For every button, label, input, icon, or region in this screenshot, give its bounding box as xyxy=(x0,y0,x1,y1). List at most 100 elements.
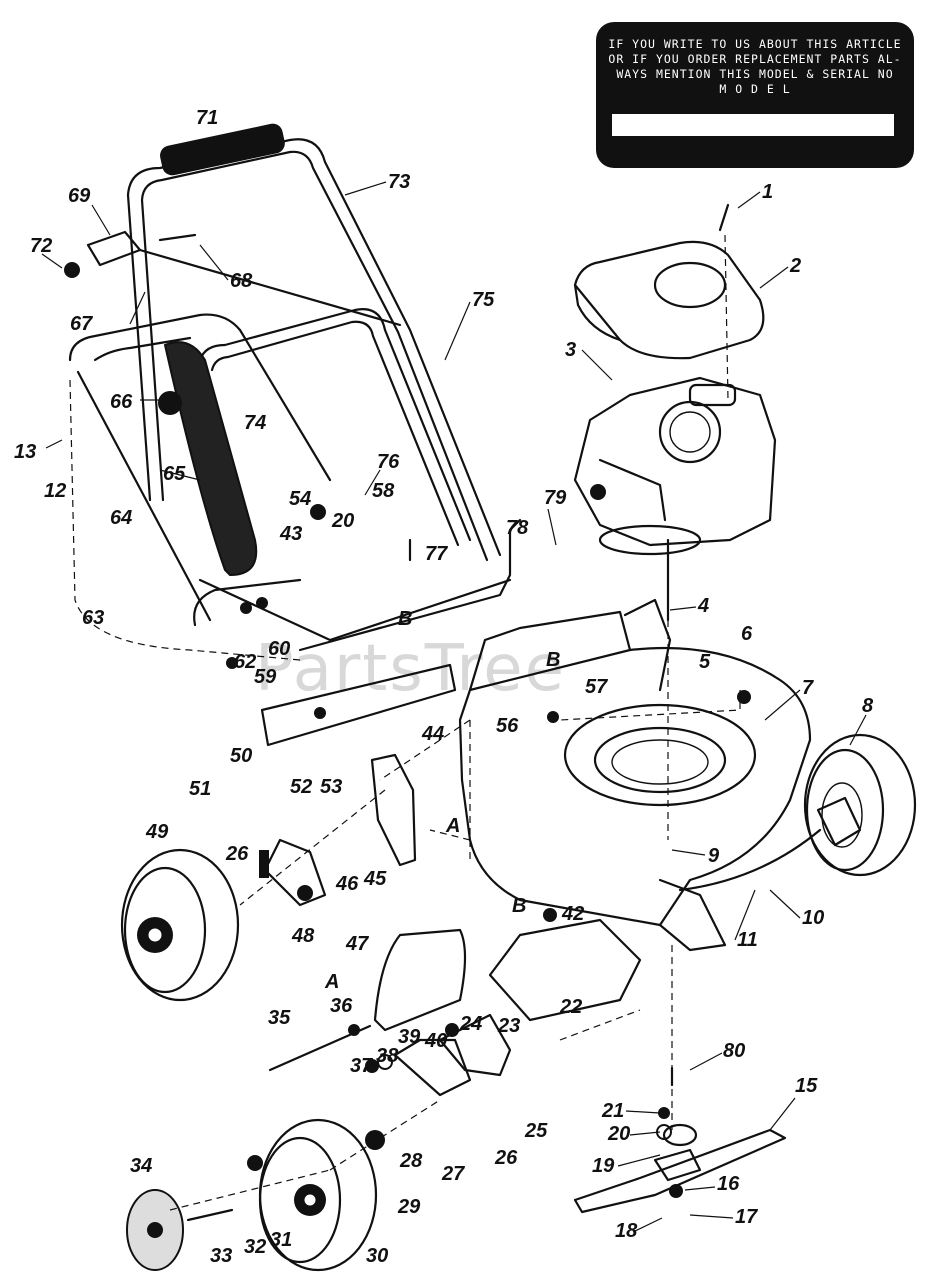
label-49: 49 xyxy=(145,821,169,843)
engine-shroud xyxy=(573,203,765,360)
label-51: 51 xyxy=(189,778,211,800)
label-10: 10 xyxy=(802,907,824,929)
model-plate: IF YOU WRITE TO US ABOUT THIS ARTICLE OR… xyxy=(596,22,914,168)
label-20-lower: 20 xyxy=(607,1123,630,1145)
label-35: 35 xyxy=(268,1007,291,1029)
label-57: 57 xyxy=(585,676,608,698)
label-77: 77 xyxy=(425,543,448,565)
label-42: 42 xyxy=(561,903,584,925)
label-2: 2 xyxy=(789,255,801,277)
label-63: 63 xyxy=(82,607,104,629)
label-72: 72 xyxy=(30,235,52,257)
label-26-lower: 26 xyxy=(494,1147,518,1169)
label-11: 11 xyxy=(737,929,758,951)
label-31: 31 xyxy=(270,1229,292,1251)
label-37: 37 xyxy=(350,1055,373,1077)
label-54: 54 xyxy=(289,488,311,510)
letter-b-upper: B xyxy=(398,608,412,630)
label-73: 73 xyxy=(388,171,410,193)
bag-rear-panel xyxy=(163,341,258,577)
label-6: 6 xyxy=(741,623,753,645)
label-48: 48 xyxy=(291,925,315,947)
label-64: 64 xyxy=(110,507,132,529)
label-58: 58 xyxy=(372,480,395,502)
hub-cap xyxy=(126,1189,184,1271)
height-adjuster-rear xyxy=(259,838,327,907)
label-40: 40 xyxy=(424,1030,447,1052)
blade-assembly xyxy=(573,945,787,1214)
label-1: 1 xyxy=(762,181,773,203)
label-7: 7 xyxy=(802,677,814,699)
label-24: 24 xyxy=(459,1013,482,1035)
label-50: 50 xyxy=(230,745,252,767)
label-59: 59 xyxy=(254,666,277,688)
rear-wheel-left xyxy=(120,848,240,1002)
label-20-upper: 20 xyxy=(331,510,354,532)
rear-wheel-right xyxy=(803,733,917,877)
label-66: 66 xyxy=(110,391,133,413)
label-22: 22 xyxy=(559,996,582,1018)
label-23: 23 xyxy=(497,1015,520,1037)
label-33: 33 xyxy=(210,1245,232,1267)
letter-a-lower: A xyxy=(324,971,339,993)
label-75: 75 xyxy=(472,289,495,311)
label-79: 79 xyxy=(544,487,567,509)
label-36: 36 xyxy=(330,995,353,1017)
label-67: 67 xyxy=(70,313,93,335)
deflector-shield xyxy=(373,928,467,1032)
label-17: 17 xyxy=(735,1206,758,1228)
bracket-44 xyxy=(370,753,417,867)
label-74: 74 xyxy=(244,412,266,434)
label-46: 46 xyxy=(335,873,359,895)
height-adjuster-front xyxy=(393,1013,512,1097)
label-9: 9 xyxy=(708,845,720,867)
label-56: 56 xyxy=(496,715,519,737)
letter-a-upper: A xyxy=(445,815,460,837)
label-13: 13 xyxy=(14,441,36,463)
rear-guard-plate xyxy=(260,663,457,747)
label-15: 15 xyxy=(795,1075,818,1097)
label-5: 5 xyxy=(699,651,711,673)
label-45: 45 xyxy=(363,868,387,890)
assembly-lines xyxy=(169,234,741,1211)
mower-deck xyxy=(458,610,822,952)
letter-b-lower: B xyxy=(512,895,526,917)
leader-lines xyxy=(41,181,867,1233)
engine xyxy=(573,376,777,622)
label-27: 27 xyxy=(441,1163,465,1185)
plate-line-1: IF YOU WRITE TO US ABOUT THIS ARTICLE xyxy=(608,37,901,51)
reference-letters: B B B A A xyxy=(324,608,560,993)
grass-bag xyxy=(68,313,332,661)
label-76: 76 xyxy=(377,451,400,473)
label-53: 53 xyxy=(320,776,342,798)
plate-model-field xyxy=(612,114,894,136)
label-38: 38 xyxy=(376,1045,399,1067)
label-52: 52 xyxy=(290,776,312,798)
label-8: 8 xyxy=(862,695,874,717)
label-25: 25 xyxy=(524,1120,548,1142)
handle-grip xyxy=(160,123,285,176)
label-62: 62 xyxy=(234,651,256,673)
watermark-text: PartsTree xyxy=(255,632,566,706)
label-68: 68 xyxy=(230,270,253,292)
label-12: 12 xyxy=(44,480,66,502)
rear-cover-plate xyxy=(298,518,522,652)
label-28: 28 xyxy=(399,1150,423,1172)
label-18: 18 xyxy=(615,1220,638,1242)
label-3: 3 xyxy=(565,339,576,361)
label-21: 21 xyxy=(601,1100,624,1122)
label-39: 39 xyxy=(398,1026,421,1048)
small-hardware xyxy=(64,230,751,1222)
plate-line-3: WAYS MENTION THIS MODEL & SERIAL NO xyxy=(616,67,893,81)
label-43: 43 xyxy=(279,523,302,545)
label-30: 30 xyxy=(366,1245,388,1267)
plate-model-label: M O D E L xyxy=(719,82,790,96)
label-32: 32 xyxy=(244,1236,266,1258)
label-34: 34 xyxy=(130,1155,152,1177)
label-71: 71 xyxy=(196,107,218,129)
label-29: 29 xyxy=(397,1196,421,1218)
front-wheel xyxy=(258,1118,378,1272)
rear-baffle xyxy=(488,918,642,1022)
label-19: 19 xyxy=(592,1155,615,1177)
